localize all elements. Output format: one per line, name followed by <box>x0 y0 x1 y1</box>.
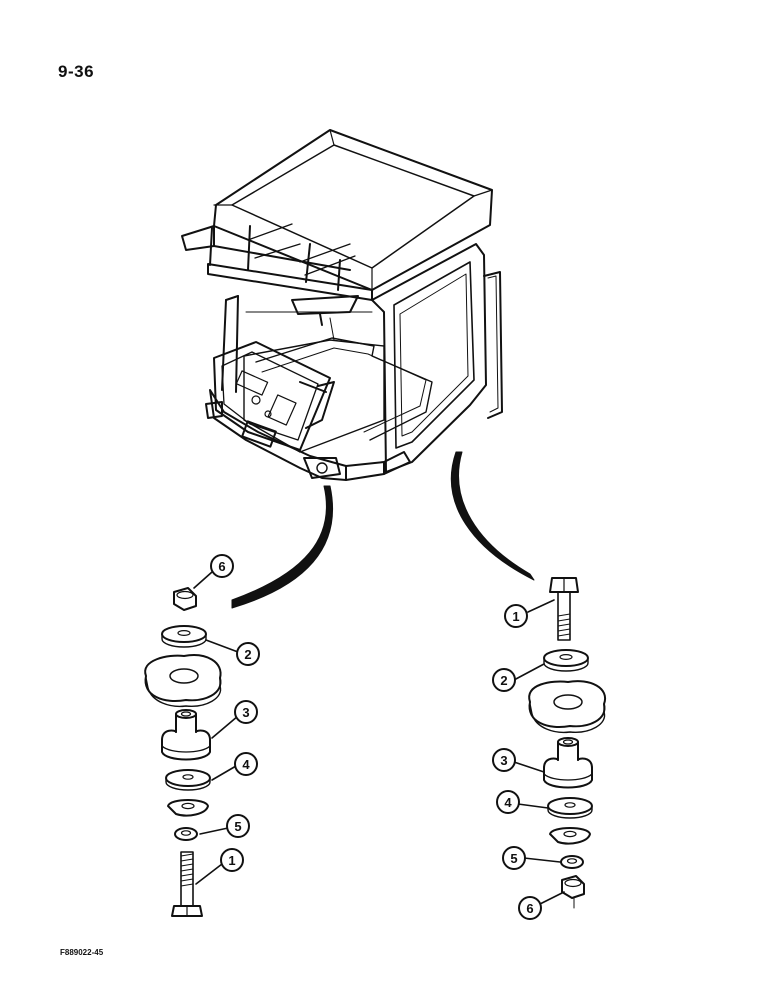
callouts-right: 1 2 3 4 5 6 <box>492 604 542 920</box>
callout-left-5: 5 <box>226 814 250 838</box>
callout-label: 3 <box>242 705 249 720</box>
right-lock-washer <box>560 855 584 869</box>
callout-label: 2 <box>500 673 507 688</box>
left-bolt <box>171 851 203 917</box>
callout-label: 1 <box>228 853 235 868</box>
right-mount-indicator-arrow <box>451 451 535 581</box>
callout-right-1: 1 <box>504 604 528 628</box>
right-isolator <box>543 737 593 789</box>
callout-left-2: 2 <box>236 642 260 666</box>
callout-label: 5 <box>234 819 241 834</box>
callout-label: 3 <box>500 753 507 768</box>
callout-right-5: 5 <box>502 846 526 870</box>
callout-left-1: 1 <box>220 848 244 872</box>
left-mount-indicator-arrow <box>231 485 334 609</box>
left-lock-washer <box>174 827 198 841</box>
right-nut <box>561 875 585 909</box>
callouts-left: 6 2 3 4 5 1 <box>210 554 260 872</box>
callout-label: 4 <box>242 757 250 772</box>
left-washer-small <box>161 625 207 648</box>
right-washer-4 <box>547 797 593 819</box>
left-nut <box>173 587 197 611</box>
callout-left-6: 6 <box>210 554 234 578</box>
left-mount-parts <box>144 571 239 917</box>
callout-right-6: 6 <box>518 896 542 920</box>
callout-label: 6 <box>218 559 225 574</box>
left-cab-plate <box>144 654 222 708</box>
callout-label: 1 <box>512 609 519 624</box>
page-number: 9-36 <box>58 62 95 81</box>
cab-illustration <box>181 129 503 481</box>
callout-right-4: 4 <box>496 790 520 814</box>
figure-code: F889022-45 <box>60 948 104 957</box>
callout-label: 2 <box>244 647 251 662</box>
right-bolt <box>549 577 579 641</box>
right-cab-plate <box>528 680 607 734</box>
callout-left-4: 4 <box>234 752 258 776</box>
callout-left-3: 3 <box>234 700 258 724</box>
left-cup-washer <box>167 799 209 817</box>
callout-label: 6 <box>526 901 533 916</box>
callout-label: 4 <box>504 795 512 810</box>
left-washer-4 <box>165 769 211 791</box>
callout-right-2: 2 <box>492 668 516 692</box>
right-cup-washer <box>549 827 591 845</box>
callout-right-3: 3 <box>492 748 516 772</box>
right-washer-small <box>543 649 589 672</box>
right-mount-parts <box>513 577 607 909</box>
callout-label: 5 <box>510 851 517 866</box>
left-isolator <box>161 709 211 761</box>
